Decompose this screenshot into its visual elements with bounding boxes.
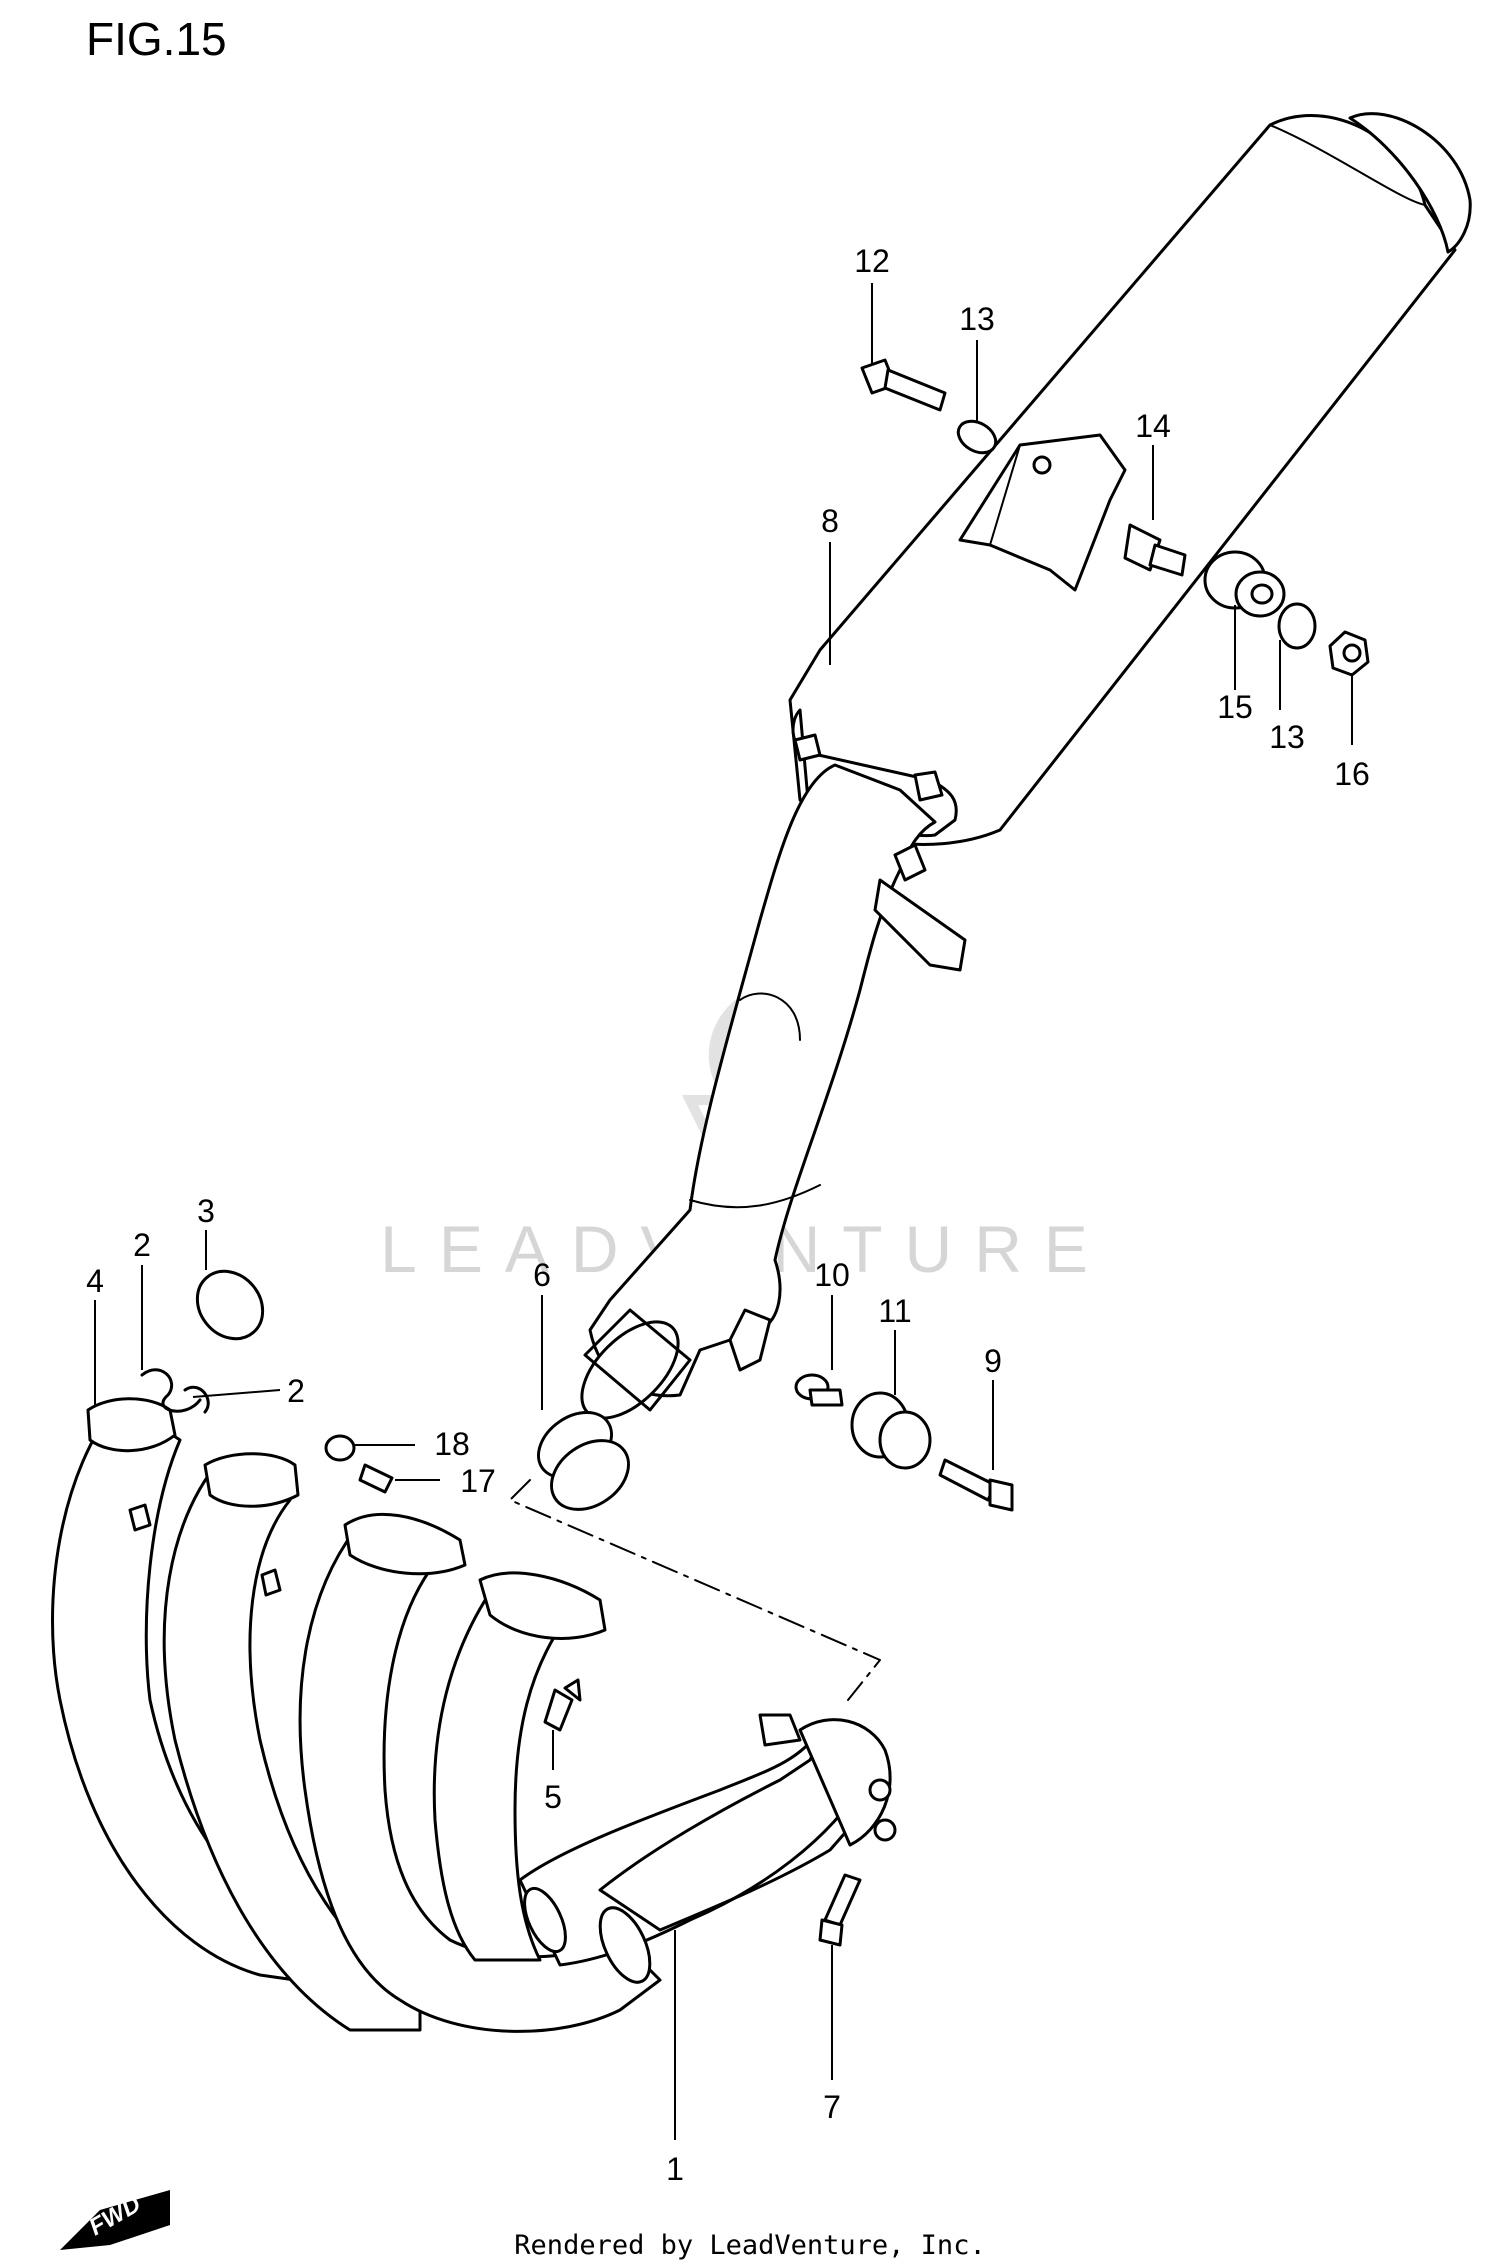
clip-2-b — [183, 1386, 210, 1414]
callout-13-lower: 13 — [1269, 719, 1305, 755]
exhaust-header-pipes — [51, 1397, 897, 2033]
callout-15: 15 — [1217, 689, 1253, 725]
bolt-12 — [860, 358, 947, 412]
collar-10 — [794, 1373, 844, 1407]
callout-3: 3 — [197, 1193, 215, 1229]
callout-4: 4 — [86, 1263, 104, 1299]
nut-16 — [1328, 630, 1370, 677]
grommet-15 — [1203, 550, 1286, 618]
callout-9: 9 — [984, 1343, 1002, 1379]
bolt-9 — [938, 1458, 1014, 1512]
leader-lines — [94, 283, 1353, 2140]
washer-13b — [1277, 602, 1317, 650]
bolt-17 — [358, 1463, 394, 1494]
callout-2-right: 2 — [287, 1373, 305, 1409]
clip-2 — [140, 1368, 202, 1413]
muffler-assembly — [580, 112, 1472, 1420]
callout-5: 5 — [544, 1779, 562, 1815]
callout-11: 11 — [878, 1293, 911, 1329]
washer-13a — [956, 419, 998, 455]
callout-1: 1 — [666, 2151, 684, 2187]
callout-2-upper: 2 — [133, 1227, 151, 1263]
callout-13-upper: 13 — [959, 301, 995, 337]
bolt-5 — [543, 1678, 582, 1732]
callout-12: 12 — [854, 243, 890, 279]
callout-10: 10 — [814, 1257, 850, 1293]
callout-labels: 12 13 14 8 15 13 16 3 2 2 4 6 10 11 9 18… — [86, 243, 1370, 2187]
callout-7: 7 — [823, 2089, 841, 2125]
callout-14: 14 — [1135, 408, 1171, 444]
callout-17: 17 — [460, 1463, 496, 1499]
gasket-6 — [537, 1411, 630, 1511]
figure-title: FIG.15 — [86, 13, 227, 65]
callout-6: 6 — [533, 1257, 551, 1293]
gasket-3 — [195, 1269, 265, 1341]
callout-16: 16 — [1334, 756, 1370, 792]
collar-14 — [1123, 523, 1187, 577]
fwd-direction-badge: FWD — [60, 2190, 170, 2250]
callout-8: 8 — [821, 503, 839, 539]
callout-18: 18 — [434, 1426, 470, 1462]
render-credit: Rendered by LeadVenture, Inc. — [514, 2230, 985, 2261]
washer-18 — [324, 1434, 356, 1462]
bolt-7 — [818, 1873, 862, 1947]
grommet-11 — [850, 1391, 932, 1470]
